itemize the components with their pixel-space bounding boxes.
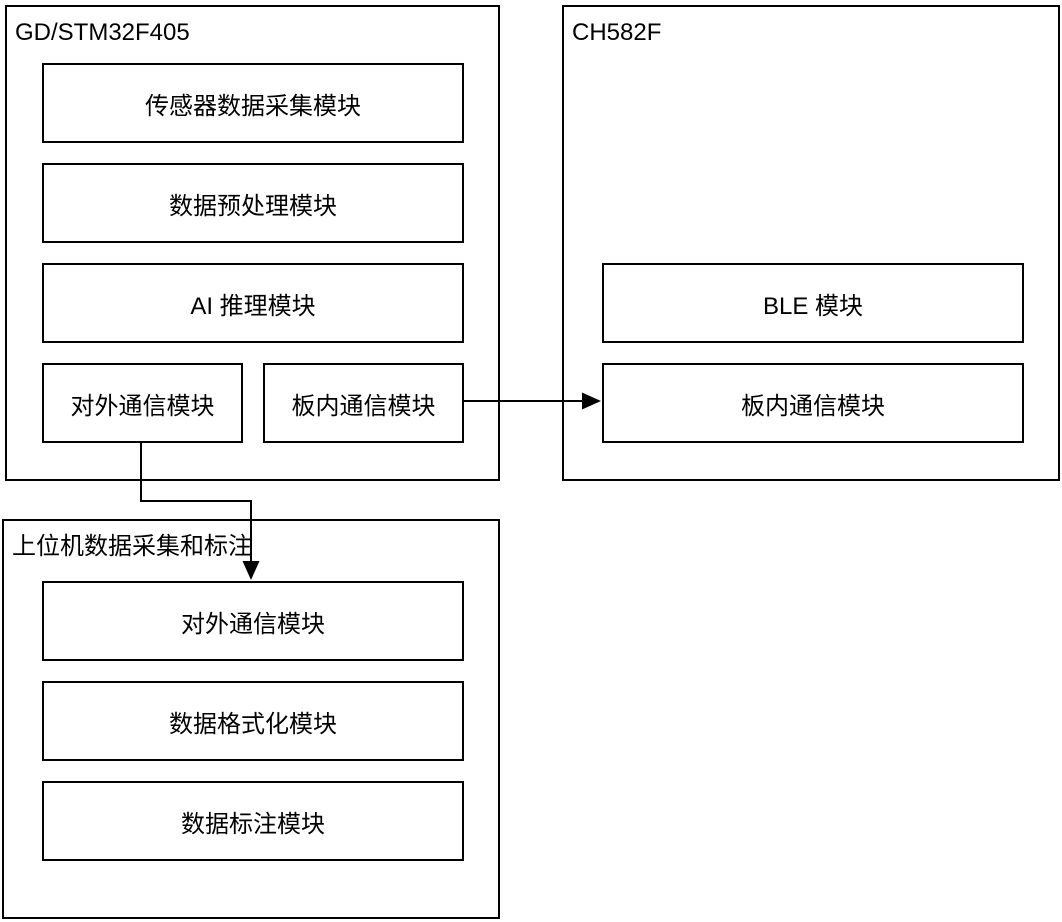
container-gd-stm32f405: GD/STM32F405 传感器数据采集模块 数据预处理模块 AI 推理模块 对… (5, 5, 500, 481)
module-data-formatting: 数据格式化模块 (42, 681, 464, 761)
module-label: 传感器数据采集模块 (145, 92, 361, 120)
module-label: BLE 模块 (762, 292, 864, 320)
container-title-ch582f: CH582F (572, 19, 662, 46)
module-label: 数据格式化模块 (169, 710, 337, 738)
container-title-host-data-labeling: 上位机数据采集和标注 (12, 533, 252, 560)
module-data-preprocessing: 数据预处理模块 (42, 163, 464, 243)
module-data-labeling: 数据标注模块 (42, 781, 464, 861)
module-sensor-data-acquisition: 传感器数据采集模块 (42, 63, 464, 143)
module-ai-inference: AI 推理模块 (42, 263, 464, 343)
module-external-comm-host: 对外通信模块 (42, 581, 464, 661)
container-ch582f: CH582F BLE 模块 板内通信模块 (562, 5, 1060, 481)
module-label: 数据预处理模块 (169, 192, 337, 220)
module-ble: BLE 模块 (602, 263, 1024, 343)
module-label: 对外通信模块 (70, 392, 215, 420)
module-external-comm-mcu: 对外通信模块 (42, 363, 243, 443)
module-onboard-comm-ble: 板内通信模块 (602, 363, 1024, 443)
module-label: AI 推理模块 (190, 292, 316, 320)
module-label: 板内通信模块 (291, 392, 436, 420)
module-onboard-comm-mcu: 板内通信模块 (263, 363, 464, 443)
module-label: 数据标注模块 (181, 810, 325, 838)
container-host-data-labeling: 上位机数据采集和标注 对外通信模块 数据格式化模块 数据标注模块 (2, 519, 500, 919)
module-label: 对外通信模块 (181, 610, 325, 638)
module-label: 板内通信模块 (741, 392, 885, 420)
container-title-gd-stm32f405: GD/STM32F405 (15, 19, 190, 46)
